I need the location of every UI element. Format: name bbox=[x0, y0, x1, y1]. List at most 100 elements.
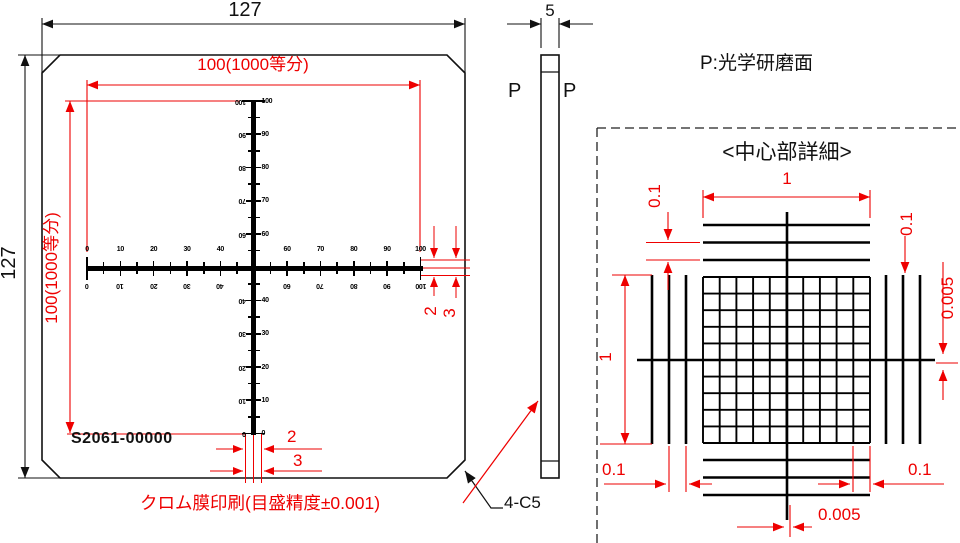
h-scale-tick bbox=[186, 260, 188, 276]
side-view-outline bbox=[540, 54, 560, 479]
v-scale-number-mirror: 20 bbox=[238, 363, 246, 371]
surface-label-p-left: P bbox=[508, 80, 522, 102]
dim-label-tick-3-right: 3 bbox=[440, 308, 459, 318]
detail-dim-height-1: 1 bbox=[596, 352, 615, 362]
h-scale-number: 20 bbox=[150, 246, 158, 253]
v-scale-number-mirror: 60 bbox=[238, 230, 246, 238]
v-scale-tick bbox=[242, 100, 265, 102]
dim-100-vertical bbox=[65, 100, 246, 435]
v-scale-number: 20 bbox=[261, 363, 269, 371]
v-scale-tick bbox=[247, 416, 260, 418]
h-scale-tick bbox=[102, 262, 105, 274]
h-scale-number-mirror: 60 bbox=[283, 282, 291, 289]
dim-label-scale-width: 100(1000等分) bbox=[197, 55, 309, 74]
h-scale-number: 100 bbox=[415, 246, 426, 253]
h-scale-number: 60 bbox=[283, 246, 291, 253]
v-scale-number: 90 bbox=[261, 130, 269, 138]
h-scale-tick bbox=[403, 262, 405, 274]
v-scale-number-mirror: 80 bbox=[238, 164, 246, 171]
detail-dim-0005-bottom: 0.005 bbox=[818, 505, 861, 524]
v-scale-tick bbox=[246, 199, 261, 202]
dim-label-width-127: 127 bbox=[228, 0, 262, 21]
plate-outline bbox=[41, 54, 466, 479]
h-scale-tick bbox=[169, 262, 172, 274]
chamfer-note: 4-C5 bbox=[504, 493, 541, 512]
v-scale-number: 70 bbox=[261, 197, 269, 205]
dim-5-thickness bbox=[507, 18, 593, 48]
v-scale-tick bbox=[242, 432, 265, 435]
h-scale-number: 80 bbox=[350, 246, 358, 253]
h-scale-number-mirror: 20 bbox=[150, 282, 158, 289]
chrome-leader bbox=[462, 400, 539, 504]
dim-label-thickness-5: 5 bbox=[545, 1, 555, 20]
v-scale-number-mirror: 0 bbox=[241, 430, 246, 437]
detail-dim-01-bottom-right: 0.1 bbox=[908, 460, 932, 479]
v-scale-tick bbox=[247, 183, 260, 185]
v-scale-number-mirror: 30 bbox=[238, 330, 246, 338]
part-number: S2061-00000 bbox=[71, 430, 173, 447]
h-scale-number-mirror: 80 bbox=[350, 282, 358, 289]
h-scale-number-mirror: 90 bbox=[383, 282, 391, 289]
h-scale-tick bbox=[353, 260, 355, 276]
h-scale-number: 70 bbox=[316, 246, 325, 253]
h-scale-number-mirror: 70 bbox=[316, 282, 325, 289]
detail-geometry bbox=[637, 212, 935, 520]
h-scale-number: 40 bbox=[216, 246, 224, 253]
v-scale-tick bbox=[246, 332, 261, 335]
h-scale-tick bbox=[286, 260, 288, 276]
h-scale-tick bbox=[369, 262, 372, 274]
dim-127-left bbox=[18, 54, 60, 479]
detail-title: <中心部詳細> bbox=[722, 141, 852, 164]
h-scale-number: 0 bbox=[85, 246, 89, 253]
detail-dim-width-1: 1 bbox=[782, 169, 792, 188]
v-scale-tick bbox=[246, 166, 261, 169]
detail-dim-01-top-right: 0.1 bbox=[897, 212, 916, 236]
detail-grid bbox=[702, 276, 871, 444]
v-scale-tick bbox=[246, 366, 261, 368]
v-scale-tick bbox=[247, 116, 260, 119]
dim-label-tick-2-bottom: 2 bbox=[287, 427, 297, 446]
v-scale-number-mirror: 70 bbox=[238, 197, 246, 205]
h-scale-tick bbox=[236, 262, 238, 274]
detail-dim-01-top-left: 0.1 bbox=[645, 184, 664, 208]
v-scale-number: 0 bbox=[261, 430, 266, 437]
h-scale-tick bbox=[269, 262, 272, 274]
dim-end-tick-bottom bbox=[210, 434, 322, 483]
v-scale-tick bbox=[246, 299, 261, 302]
h-scale-tick bbox=[336, 262, 338, 274]
v-scale-number-mirror: 40 bbox=[238, 297, 246, 304]
h-scale-number: 10 bbox=[116, 246, 124, 253]
v-scale-tick bbox=[247, 283, 260, 285]
h-scale-number-mirror: 0 bbox=[85, 282, 89, 289]
v-scale-number: 10 bbox=[261, 396, 269, 404]
v-scale-number: 60 bbox=[261, 230, 269, 238]
dim-end-tick-right bbox=[420, 226, 470, 298]
polish-surface-note: P:光学研磨面 bbox=[700, 53, 813, 74]
h-scale-tick bbox=[202, 262, 205, 274]
v-scale-tick bbox=[247, 316, 260, 318]
chrome-print-note: クロム膜印刷(目盛精度±0.001) bbox=[140, 493, 381, 513]
v-scale-tick bbox=[247, 382, 260, 385]
h-scale-tick bbox=[219, 260, 222, 276]
chamfer-leader bbox=[464, 470, 503, 509]
h-scale-number-mirror: 40 bbox=[216, 282, 224, 289]
h-scale-tick bbox=[302, 262, 305, 274]
h-scale-tick bbox=[152, 260, 155, 276]
v-scale-number: 40 bbox=[261, 297, 269, 304]
v-scale-tick bbox=[247, 150, 260, 152]
v-scale-tick bbox=[246, 399, 261, 402]
h-scale-tick bbox=[386, 260, 388, 276]
h-scale-tick bbox=[419, 256, 422, 280]
h-scale-tick bbox=[319, 260, 322, 276]
v-scale-tick bbox=[246, 233, 261, 235]
v-scale-tick bbox=[247, 349, 260, 352]
dim-label-tick-3-bottom: 3 bbox=[293, 451, 303, 470]
v-scale-number: 30 bbox=[261, 330, 269, 338]
h-scale-number-mirror: 30 bbox=[183, 282, 191, 289]
detail-dim-01-bottom-left: 0.1 bbox=[602, 460, 626, 479]
dim-100-horizontal bbox=[86, 80, 421, 252]
detail-dimensions bbox=[600, 190, 958, 537]
surface-label-p-right: P bbox=[563, 80, 577, 102]
